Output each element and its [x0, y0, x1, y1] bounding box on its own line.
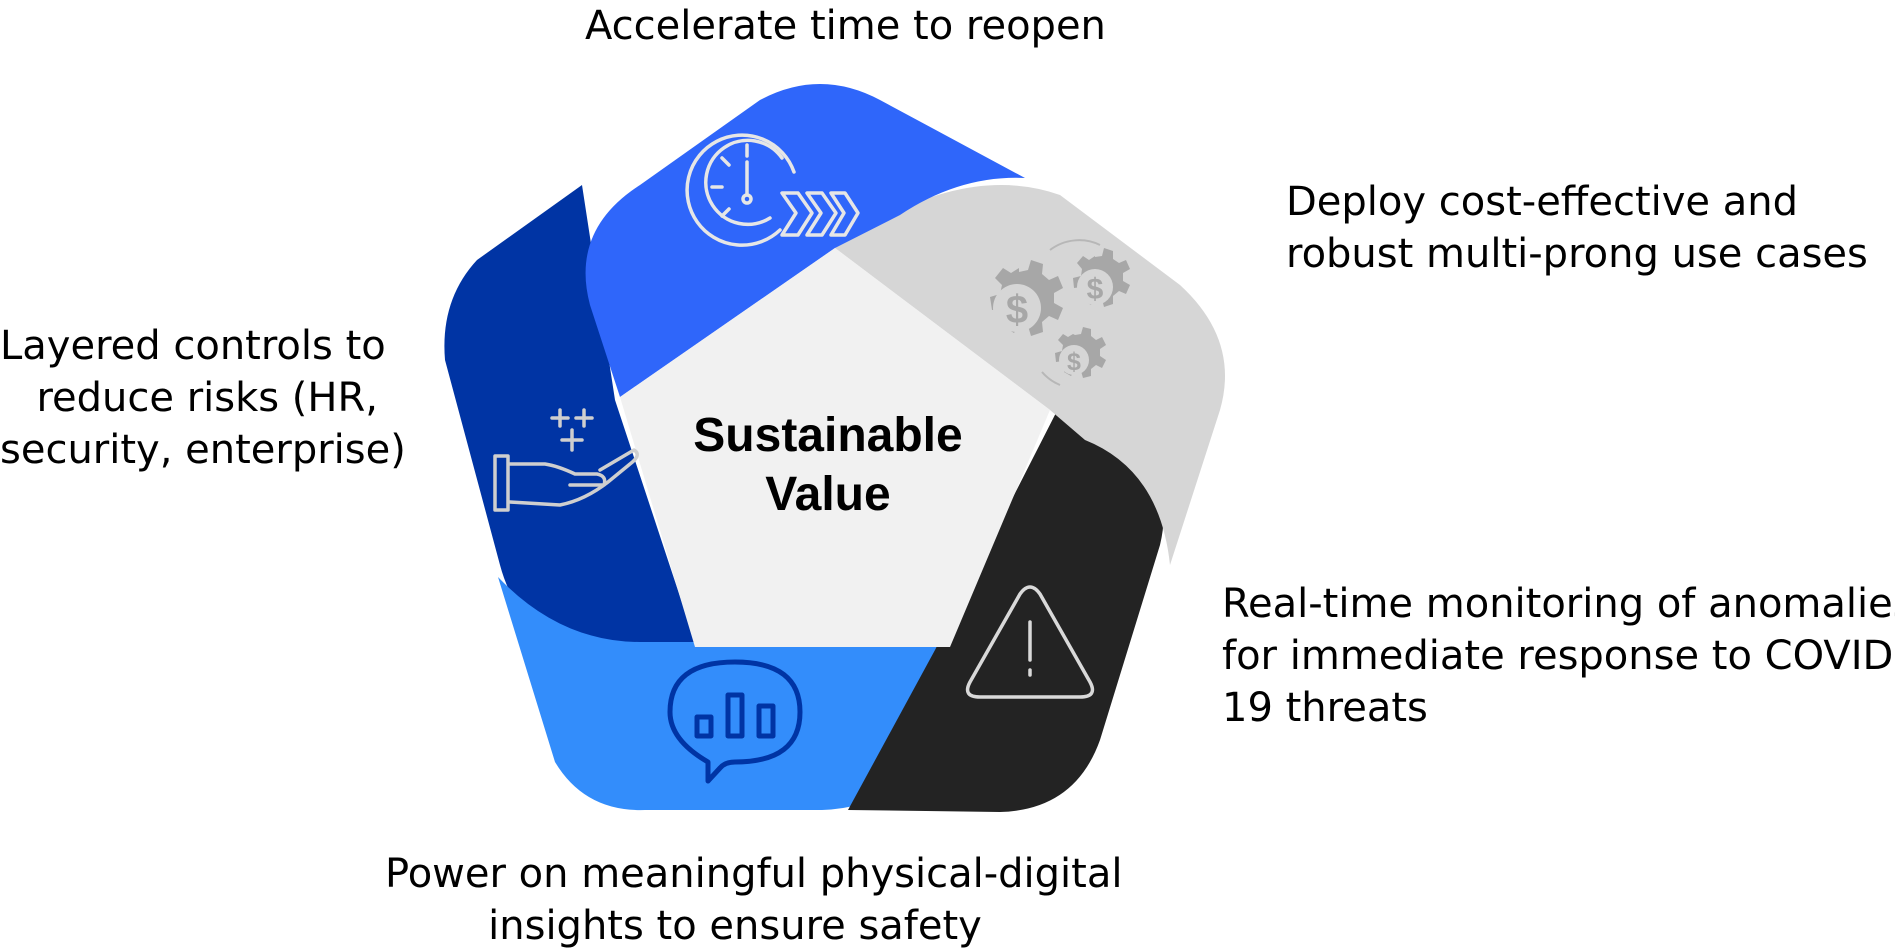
warning-triangle-icon	[965, 585, 1095, 699]
label-accelerate-reopen: Accelerate time to reopen	[585, 0, 1106, 52]
label-line: robust multi-prong use cases	[1286, 231, 1868, 277]
label-line: Real-time monitoring of anomalies	[1222, 581, 1895, 627]
label-line: reduce risks (HR,	[36, 375, 378, 421]
svg-text:$: $	[1006, 288, 1028, 332]
center-pentagon	[620, 248, 1050, 647]
hand-sparkles-icon	[493, 408, 639, 512]
segment-left	[444, 185, 695, 642]
segment-right-bottom	[848, 405, 1164, 812]
label-line: Accelerate time to reopen	[585, 3, 1106, 49]
dollar-gears-icon: $ $ $	[990, 239, 1130, 386]
label-line: for immediate response to COVID-	[1222, 633, 1895, 679]
svg-text:$: $	[1067, 348, 1081, 376]
label-line: 19 threats	[1222, 685, 1428, 731]
label-line: insights to ensure safety	[488, 903, 982, 949]
chat-bar-chart-icon	[667, 659, 803, 784]
label-line: Power on meaningful physical-digital	[385, 851, 1123, 897]
label-layered-controls: Layered controls to reduce risks (HR, se…	[0, 320, 406, 476]
segment-right-top	[835, 185, 1225, 565]
stopwatch-fast-forward-icon	[685, 133, 860, 247]
center-title-line2: Value	[765, 468, 890, 521]
label-realtime-monitoring: Real-time monitoring of anomalies for im…	[1222, 578, 1895, 734]
label-line: Layered controls to	[0, 323, 386, 369]
label-deploy-use-cases: Deploy cost-effective and robust multi-p…	[1286, 176, 1868, 280]
label-line: security, enterprise)	[0, 427, 406, 473]
center-title-line1: Sustainable	[693, 409, 962, 462]
svg-text:$: $	[1087, 273, 1104, 306]
label-line: Deploy cost-effective and	[1286, 179, 1799, 225]
label-physical-digital-insights: Power on meaningful physical-digital ins…	[385, 848, 1123, 952]
